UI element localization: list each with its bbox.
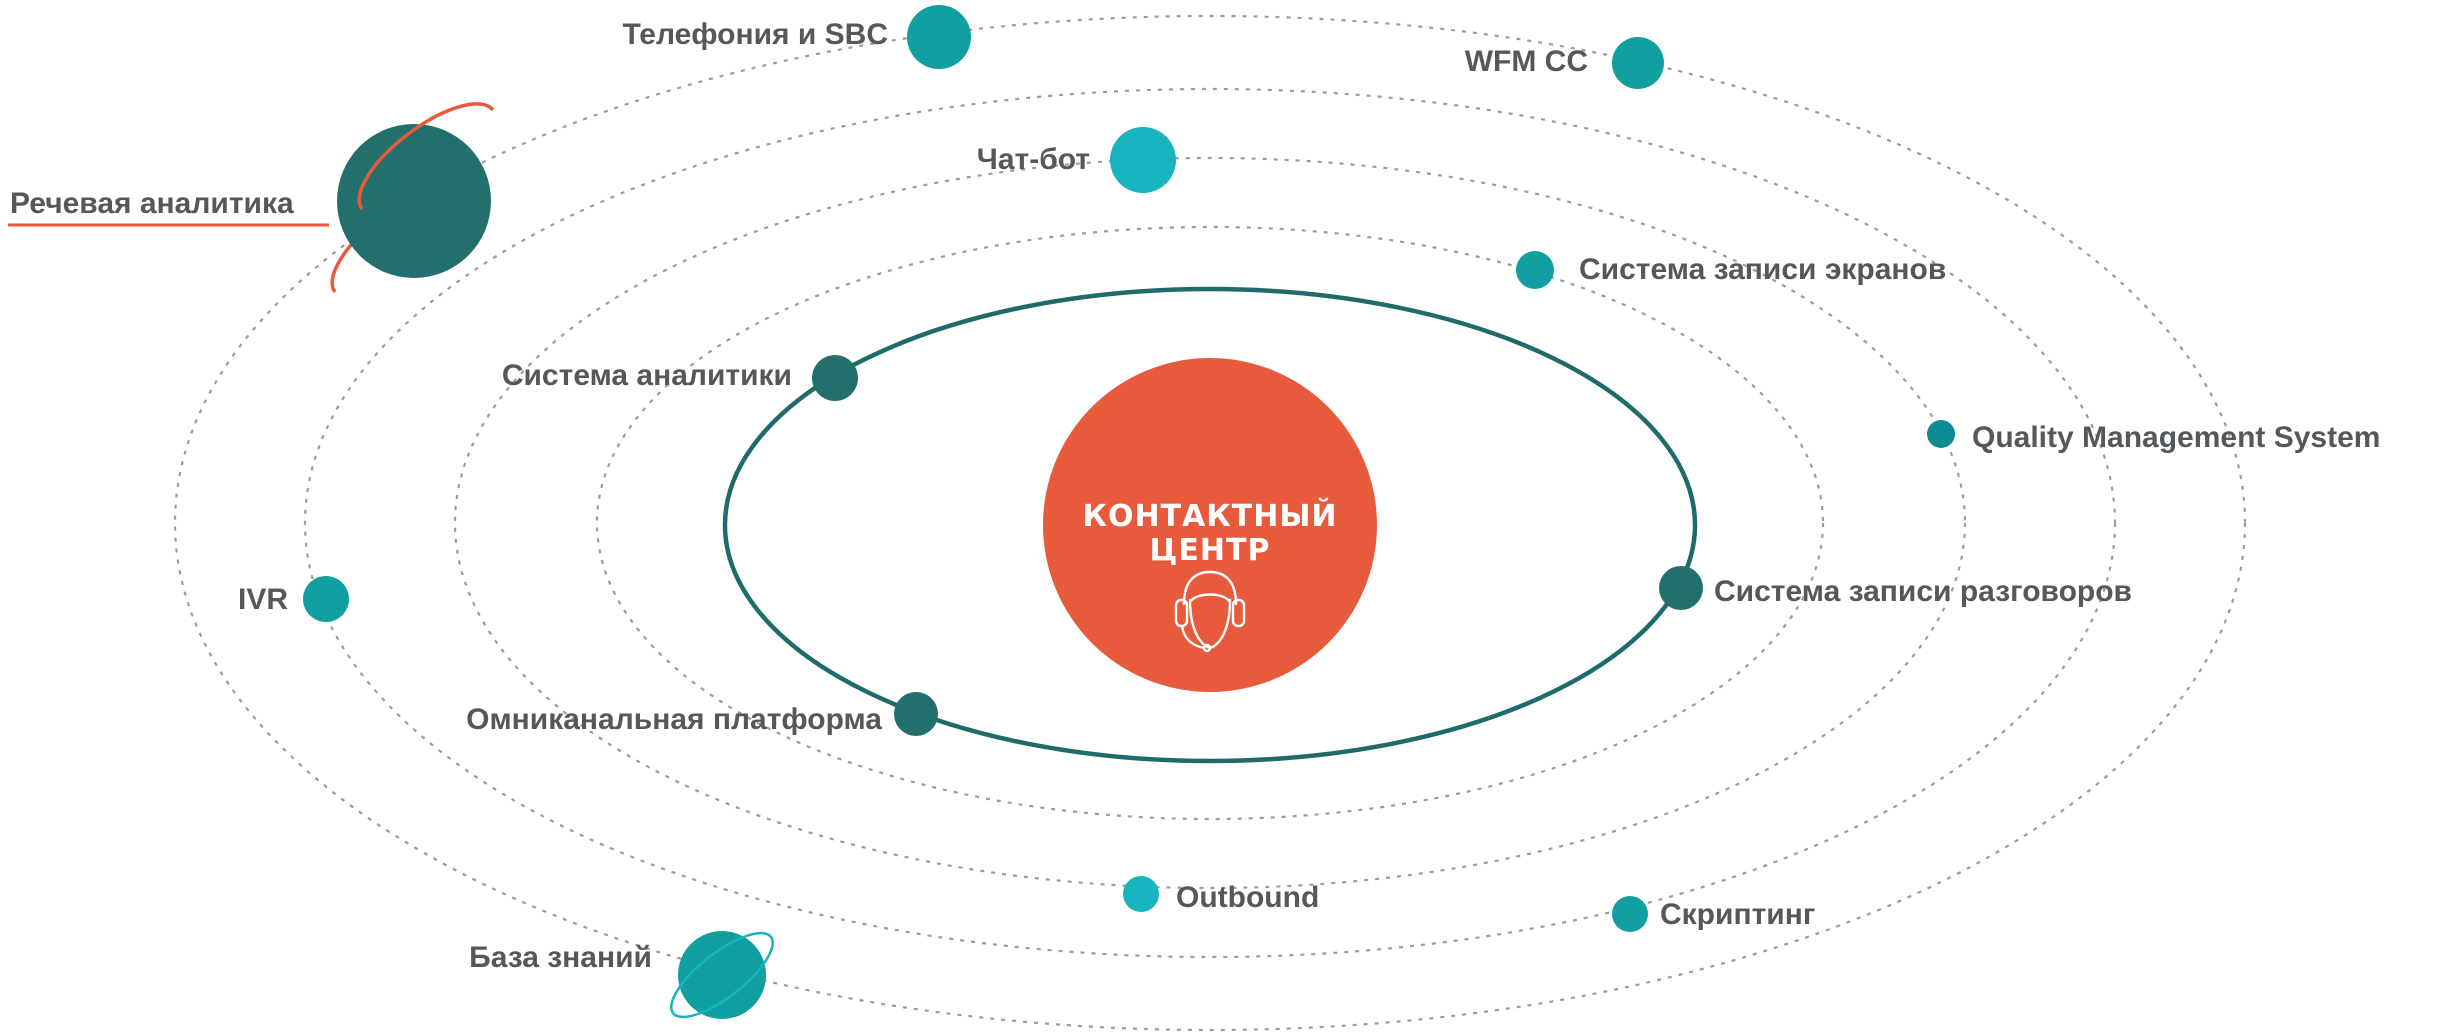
planet-speech-analytics (8, 102, 495, 294)
contact-center-circle (1043, 358, 1377, 692)
label-screen-recording: Система записи экранов (1579, 253, 1946, 286)
knowledge-base-planet (678, 931, 766, 1019)
planet-screen-recording (1516, 251, 1554, 289)
label-speech-analytics: Речевая аналитика (10, 187, 294, 220)
orbit-4 (303, 87, 2117, 959)
contact-center-hub: КОНТАКТНЫЙ ЦЕНТР (1043, 358, 1377, 692)
planet-analytics (812, 355, 858, 401)
planet-wfm (1612, 37, 1664, 89)
orbit-3 (453, 156, 1967, 890)
speech-analytics-ring-front (357, 102, 495, 211)
contact-center-title-line1: КОНТАКТНЫЙ (1082, 498, 1337, 534)
label-knowledge-base: База знаний (469, 941, 652, 974)
label-qms: Quality Management System (1972, 421, 2380, 454)
knowledge-base-ring (670, 931, 774, 1019)
label-outbound: Outbound (1176, 881, 1319, 914)
planet-qms (1927, 420, 1955, 448)
orbit-5 (173, 14, 2247, 1032)
label-wfm: WFM CC (1465, 45, 1588, 78)
orbit-1 (722, 286, 1698, 764)
planet-scripting (1612, 896, 1648, 932)
label-telephony: Телефония и SBC (622, 18, 888, 51)
planet-chatbot (1110, 127, 1176, 193)
planet-outbound (1123, 876, 1159, 912)
planet-call-recording (1659, 566, 1703, 610)
planet-knowledge-base (670, 931, 774, 1019)
planet-ivr (303, 576, 349, 622)
headset-operator-icon (1174, 570, 1246, 653)
label-omnichannel: Омниканальная платформа (466, 703, 882, 736)
label-call-recording: Система записи разговоров (1714, 575, 2132, 608)
label-ivr: IVR (238, 583, 288, 616)
planet-telephony (907, 5, 971, 69)
label-scripting: Скриптинг (1660, 898, 1815, 931)
contact-center-title-line2: ЦЕНТР (1150, 533, 1271, 568)
label-analytics: Система аналитики (502, 359, 792, 392)
planet-omnichannel (894, 692, 938, 736)
orbit-2 (595, 225, 1825, 821)
label-chatbot: Чат-бот (977, 143, 1090, 176)
